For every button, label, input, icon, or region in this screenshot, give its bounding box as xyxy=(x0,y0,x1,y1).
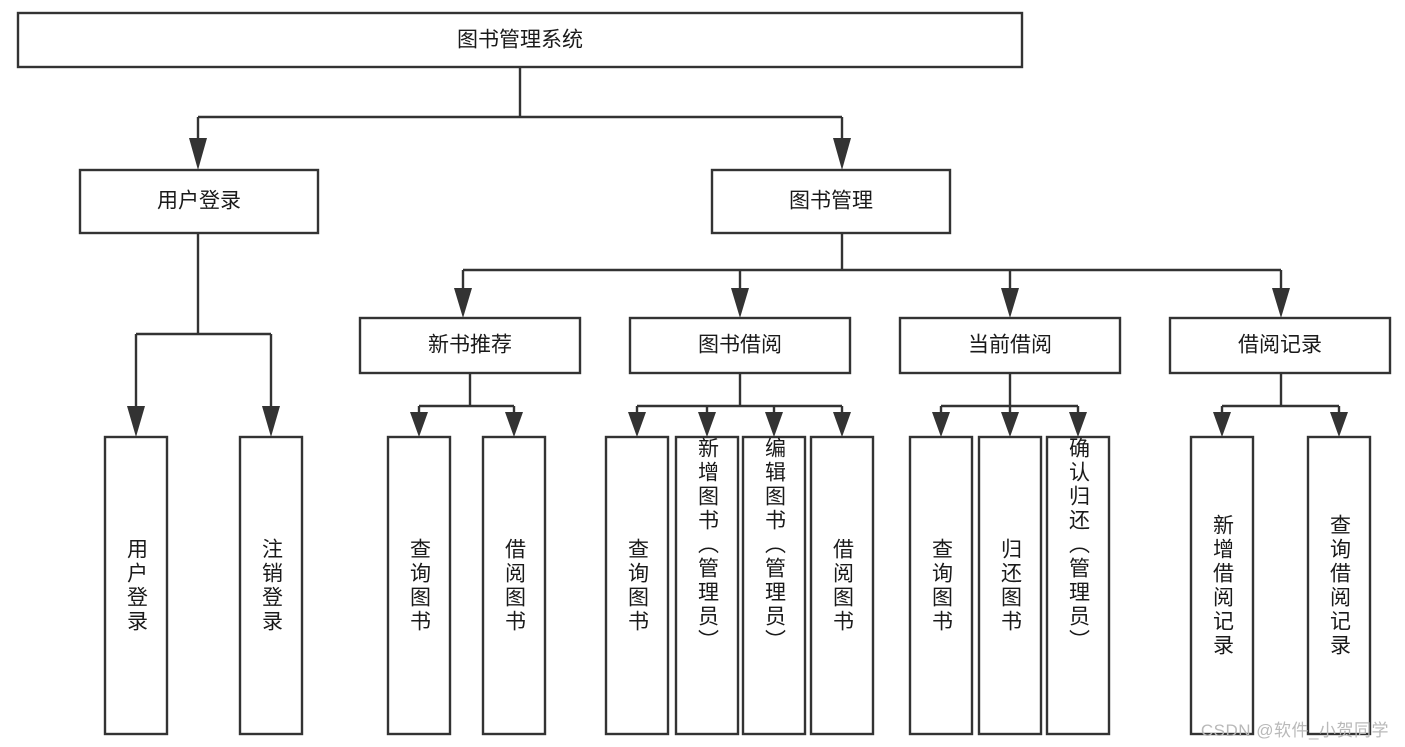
arrow-root-to-bookmgmt xyxy=(833,138,851,170)
arrow-record-to-query xyxy=(1330,412,1348,437)
node-new-book-recommend-box[interactable] xyxy=(358,316,582,375)
node-current-borrow-label: 当前借阅 xyxy=(968,334,1052,357)
leaf-box-borrow-edit[interactable] xyxy=(741,435,807,736)
arrow-borrow-to-query xyxy=(628,412,646,437)
leaf-box-record-query[interactable] xyxy=(1306,435,1372,736)
leaf-box-borrow-add[interactable] xyxy=(674,435,740,736)
arrow-current-to-query xyxy=(932,412,950,437)
node-new-book-recommend-label: 新书推荐 xyxy=(428,334,512,357)
leaf-box-current-confirm[interactable] xyxy=(1045,435,1111,736)
node-root-label: 图书管理系统 xyxy=(457,29,583,52)
connector-layer xyxy=(127,67,1348,437)
arrow-bookmgmt-to-current xyxy=(1001,288,1019,318)
arrow-bookmgmt-to-record xyxy=(1272,288,1290,318)
arrow-current-to-return xyxy=(1001,412,1019,437)
arrow-borrow-to-add xyxy=(698,412,716,437)
node-borrow-record-label: 借阅记录 xyxy=(1238,334,1322,357)
node-current-borrow-box[interactable] xyxy=(898,316,1122,375)
leaf-box-record-add[interactable] xyxy=(1189,435,1255,736)
arrow-borrow-to-lend xyxy=(833,412,851,437)
node-user-login-label: 用户登录 xyxy=(157,190,241,213)
arrow-bookmgmt-to-newbook xyxy=(454,288,472,318)
leaf-box-logout[interactable] xyxy=(238,435,304,736)
arrow-newbook-to-query xyxy=(410,412,428,437)
node-user-login-box[interactable] xyxy=(78,168,320,235)
leaf-box-current-query[interactable] xyxy=(908,435,974,736)
node-layer: 图书管理系统 用户登录 图书管理 新书推荐 图书借阅 当前借阅 借阅记录 xyxy=(16,11,1392,736)
arrow-borrow-to-edit xyxy=(765,412,783,437)
node-root-box[interactable] xyxy=(16,11,1024,69)
node-book-borrow-label: 图书借阅 xyxy=(698,334,782,357)
leaf-box-newbook-query[interactable] xyxy=(386,435,452,736)
leaf-box-user-login[interactable] xyxy=(103,435,169,736)
arrow-current-to-confirm xyxy=(1069,412,1087,437)
node-book-management-box[interactable] xyxy=(710,168,952,235)
leaf-box-newbook-borrow[interactable] xyxy=(481,435,547,736)
node-book-management-label: 图书管理 xyxy=(789,190,873,213)
arrow-record-to-add xyxy=(1213,412,1231,437)
arrow-login-to-user-login xyxy=(127,406,145,437)
arrow-newbook-to-borrow xyxy=(505,412,523,437)
node-borrow-record-box[interactable] xyxy=(1168,316,1392,375)
arrow-bookmgmt-to-borrow xyxy=(731,288,749,318)
leaf-box-borrow-lend[interactable] xyxy=(809,435,875,736)
arrow-login-to-logout xyxy=(262,406,280,437)
leaf-box-borrow-query[interactable] xyxy=(604,435,670,736)
arrow-root-to-login xyxy=(189,138,207,170)
node-book-borrow-box[interactable] xyxy=(628,316,852,375)
leaf-box-current-return[interactable] xyxy=(977,435,1043,736)
